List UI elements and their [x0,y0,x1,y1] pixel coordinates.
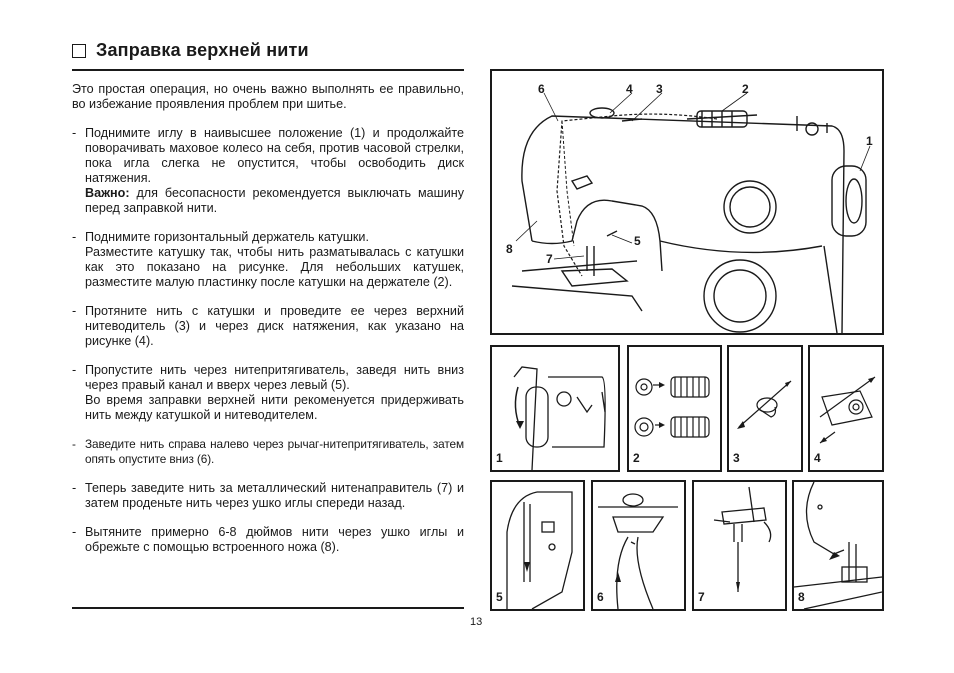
detail-figure-8: 8 [792,480,884,611]
step-1: - Поднимите иглу в наивысшее положение (… [72,126,464,216]
callout-8: 8 [506,242,513,256]
step-2: - Поднимите горизонтальный держатель кат… [72,230,464,290]
step-text: Теперь заведите нить за металлический ни… [85,481,464,510]
tension-disc-diagram [819,376,876,444]
figure-label-5: 5 [496,590,503,604]
step-text: Поднимите иглу в наивысшее положение (1)… [85,126,464,185]
section-heading: Заправка верхней нити [72,40,309,61]
take-up-lever-diagram [598,493,678,609]
list-dash: - [72,230,77,244]
step-text: Заведите нить справа налево через рычаг-… [85,437,464,466]
spool-diagram [634,376,710,438]
detail-figure-3: 3 [727,345,803,472]
list-dash: - [72,525,77,539]
step-3: - Протяните нить с катушки и проведите е… [72,304,464,349]
figure-label-3: 3 [733,451,740,465]
step-text: Во время заправки верхней нити рекоменуе… [85,393,464,422]
figure-label-6: 6 [597,590,604,604]
figure-label-1: 1 [496,451,503,465]
bottom-rule [72,607,464,609]
handwheel-diagram [513,366,606,470]
top-rule [72,69,464,71]
callout-4: 4 [626,82,633,96]
main-figure-sewing-machine: 6 4 3 2 1 5 8 7 [490,69,884,335]
instructions-column: Это простая операция, но очень важно вып… [72,82,464,555]
page-number: 13 [470,616,483,628]
list-dash: - [72,126,77,140]
callout-1: 1 [866,134,873,148]
detail-figure-1: 1 [490,345,620,472]
step-5: - Заведите нить справа налево через рыча… [72,437,464,467]
step-6: - Теперь заведите нить за металлический … [72,481,464,511]
detail-figure-7: 7 [692,480,787,611]
step-note: Важно: для бесопасности рекомендуется вы… [85,186,464,216]
intro-paragraph: Это простая операция, но очень важно вып… [72,82,464,111]
list-dash: - [72,437,76,451]
figure-label-4: 4 [814,451,821,465]
callout-3: 3 [656,82,663,96]
step-text: Поднимите горизонтальный держатель катуш… [85,230,369,244]
thread-guide-diagram [737,380,792,429]
callout-7: 7 [546,252,553,266]
page-title: Заправка верхней нити [96,40,309,60]
detail-figure-2: 2 [627,345,722,472]
step-text: Пропустите нить через нитепритягиватель,… [85,363,464,392]
detail-figure-4: 4 [808,345,884,472]
checkbox-square-icon [72,43,86,58]
thread-cutter-diagram [794,482,882,609]
note-label: Важно: [85,186,130,200]
figure-label-8: 8 [798,590,805,604]
sewing-machine-illustration: 6 4 3 2 1 5 8 7 [506,82,873,333]
list-dash: - [72,481,77,495]
step-text: Протяните нить с катушки и проведите ее … [85,304,464,348]
note-text: для бесопасности рекомендуется выключать… [85,186,464,215]
callout-2: 2 [742,82,749,96]
step-7: - Вытяните примерно 6-8 дюймов нити чере… [72,525,464,555]
step-text: Вытяните примерно 6-8 дюймов нити через … [85,525,464,554]
detail-figure-6: 6 [591,480,686,611]
callout-6: 6 [538,82,545,96]
figure-label-2: 2 [633,451,640,465]
list-dash: - [72,363,77,377]
detail-figure-5: 5 [490,480,585,611]
step-4: - Пропустите нить через нитепритягивател… [72,363,464,423]
take-up-channel-diagram [506,491,573,609]
needle-guide-diagram [713,486,772,592]
list-dash: - [72,304,77,318]
step-text: Разместите катушку так, чтобы нить разма… [85,245,464,289]
callout-5: 5 [634,234,641,248]
figure-label-7: 7 [698,590,705,604]
